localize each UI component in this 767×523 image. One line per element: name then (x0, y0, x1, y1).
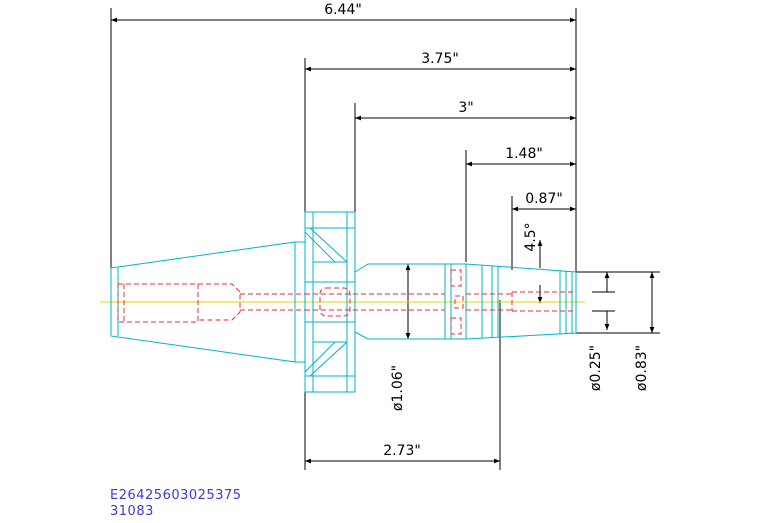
dim-nose-diameter: ø0.83" (634, 345, 650, 391)
dimension-lines (111, 17, 655, 464)
part-code: 31083 (110, 504, 154, 519)
dim-body-diameter: ø1.06" (390, 365, 406, 411)
dim-gauge-to-body: 2.73" (383, 443, 421, 459)
part-number: E26425603025375 (110, 488, 242, 503)
dim-gauge-to-end: 3.75" (421, 51, 459, 67)
dim-flange-to-end: 3" (458, 100, 473, 116)
dim-body-to-end: 1.48" (505, 146, 543, 162)
dim-overall-length: 6.44" (324, 2, 362, 18)
holder-outline (110, 211, 577, 393)
extension-lines (110, 8, 660, 470)
hidden-lines (117, 269, 576, 335)
dim-nose-length: 0.87" (525, 191, 563, 207)
dim-bore-diameter: ø0.25" (588, 345, 604, 391)
dim-taper-angle: 4.5° (523, 222, 539, 251)
